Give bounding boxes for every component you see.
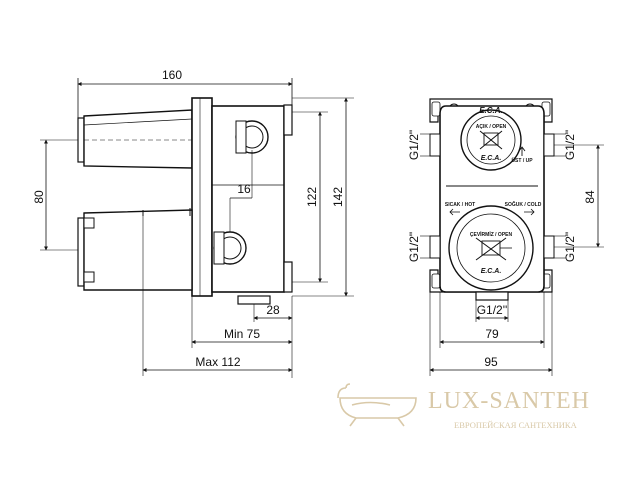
lower-dial-brand: E.C.A.: [481, 268, 502, 275]
upper-dial-brand: E.C.A.: [481, 155, 502, 162]
upper-dial-up-label: ÜST / UP: [511, 157, 533, 164]
lower-handle: [77, 208, 193, 291]
dim-80-label: 80: [32, 190, 46, 204]
dim-overall-width: 160: [77, 68, 293, 118]
watermark: LUX-SANTEH ЕВРОПЕЙСКАЯ САНТЕХНИКА: [337, 383, 590, 430]
dim-max: Max 112: [142, 214, 293, 376]
hot-arrow-icon: [449, 208, 460, 216]
dim-122: 122: [292, 111, 328, 283]
upper-handle: [77, 109, 193, 169]
dim-min: Min 75: [191, 210, 293, 348]
dim-79: 79: [439, 292, 545, 348]
dim-16-label: 16: [237, 182, 251, 196]
top-brand: E.C.A.: [479, 106, 503, 115]
dim-160-label: 160: [162, 68, 182, 82]
dim-28: 28: [253, 296, 293, 378]
dim-min-label: Min 75: [224, 327, 260, 341]
dim-max-label: Max 112: [195, 355, 240, 369]
upper-dial-open-label: AÇIK / OPEN: [476, 124, 507, 130]
cold-label: SOĞUK / COLD: [505, 200, 542, 208]
hot-label: SICAK / HOT: [445, 202, 475, 208]
upper-dial: AÇIK / OPEN E.C.A. ÜST / UP: [460, 109, 533, 171]
thread-lower-left: G1/2": [407, 232, 421, 262]
dim-80: 80: [32, 139, 78, 251]
front-view: AÇIK / OPEN E.C.A. ÜST / UP E.C.A. SICAK…: [407, 98, 604, 376]
dim-95-label: 95: [484, 355, 498, 369]
dim-122-label: 122: [305, 187, 319, 207]
dim-142-label: 142: [331, 187, 345, 207]
dim-95: 95: [429, 292, 553, 376]
dim-28-label: 28: [266, 303, 280, 317]
watermark-title: LUX-SANTEH: [428, 388, 590, 414]
valve-body: [191, 97, 293, 305]
dim-84: 84: [554, 144, 604, 248]
thread-bottom-label: G1/2'': [477, 303, 508, 317]
dim-bottom-thread: G1/2'': [475, 300, 509, 322]
thread-upper-left: G1/2": [407, 130, 421, 160]
dim-16: 16: [229, 150, 253, 232]
cold-arrow-icon: [524, 208, 535, 216]
bathtub-logo-icon: [337, 383, 417, 427]
watermark-subtitle: ЕВРОПЕЙСКАЯ САНТЕХНИКА: [454, 420, 578, 430]
dim-84-label: 84: [583, 190, 597, 204]
lower-dial-open-label: ÇEVİRMİZ / OPEN: [470, 231, 513, 238]
dim-79-label: 79: [485, 327, 499, 341]
up-arrow-icon: [518, 146, 526, 156]
dim-142: 142: [292, 97, 354, 297]
lower-dial: SICAK / HOT SOĞUK / COLD ÇEVİRMİZ / OPEN…: [445, 200, 542, 291]
side-view: 160: [32, 68, 354, 378]
